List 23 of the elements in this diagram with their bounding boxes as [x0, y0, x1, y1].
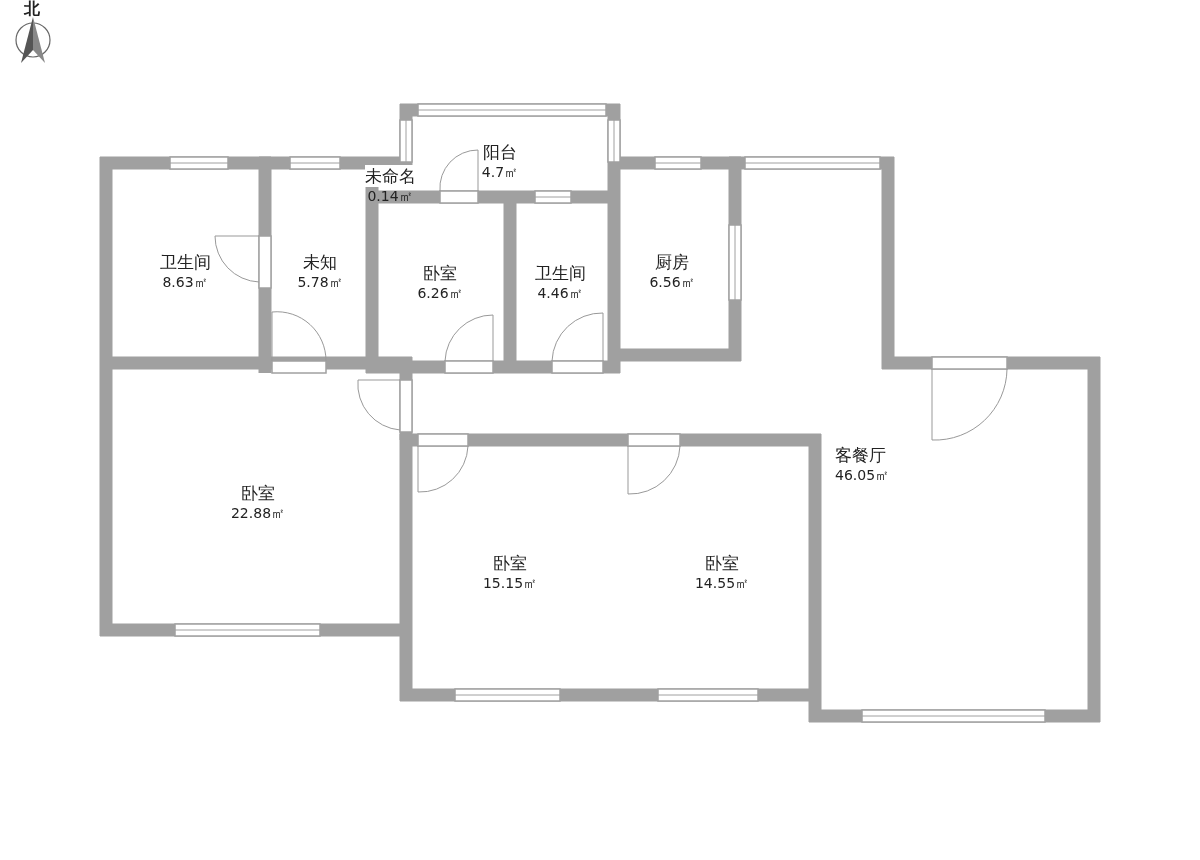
room-name: 卧室 [705, 552, 739, 574]
room-area: 15.15㎡ [482, 574, 538, 593]
room-name: 客餐厅 [835, 444, 886, 466]
room-area: 6.56㎡ [649, 273, 695, 292]
room-area: 14.55㎡ [694, 574, 750, 593]
room-area: 8.63㎡ [162, 273, 208, 292]
room-area: 4.7㎡ [481, 163, 519, 182]
room-name: 卧室 [423, 262, 457, 284]
room-name: 卫生间 [159, 251, 211, 273]
room-name: 厨房 [655, 251, 689, 273]
north-label: 北 [24, 0, 40, 20]
room-area: 4.46㎡ [537, 284, 583, 303]
room-name: 卧室 [241, 482, 275, 504]
room-area: 6.26㎡ [417, 284, 463, 303]
room-area: 0.14㎡ [367, 187, 413, 206]
room-name: 阳台 [483, 141, 517, 163]
room-area: 46.05㎡ [835, 466, 890, 485]
room-area: 5.78㎡ [297, 273, 343, 292]
room-area: 22.88㎡ [230, 504, 286, 523]
room-name: 未命名 [364, 165, 416, 187]
room-name: 未知 [303, 251, 337, 273]
room-name: 卫生间 [534, 262, 586, 284]
room-name: 卧室 [493, 552, 527, 574]
